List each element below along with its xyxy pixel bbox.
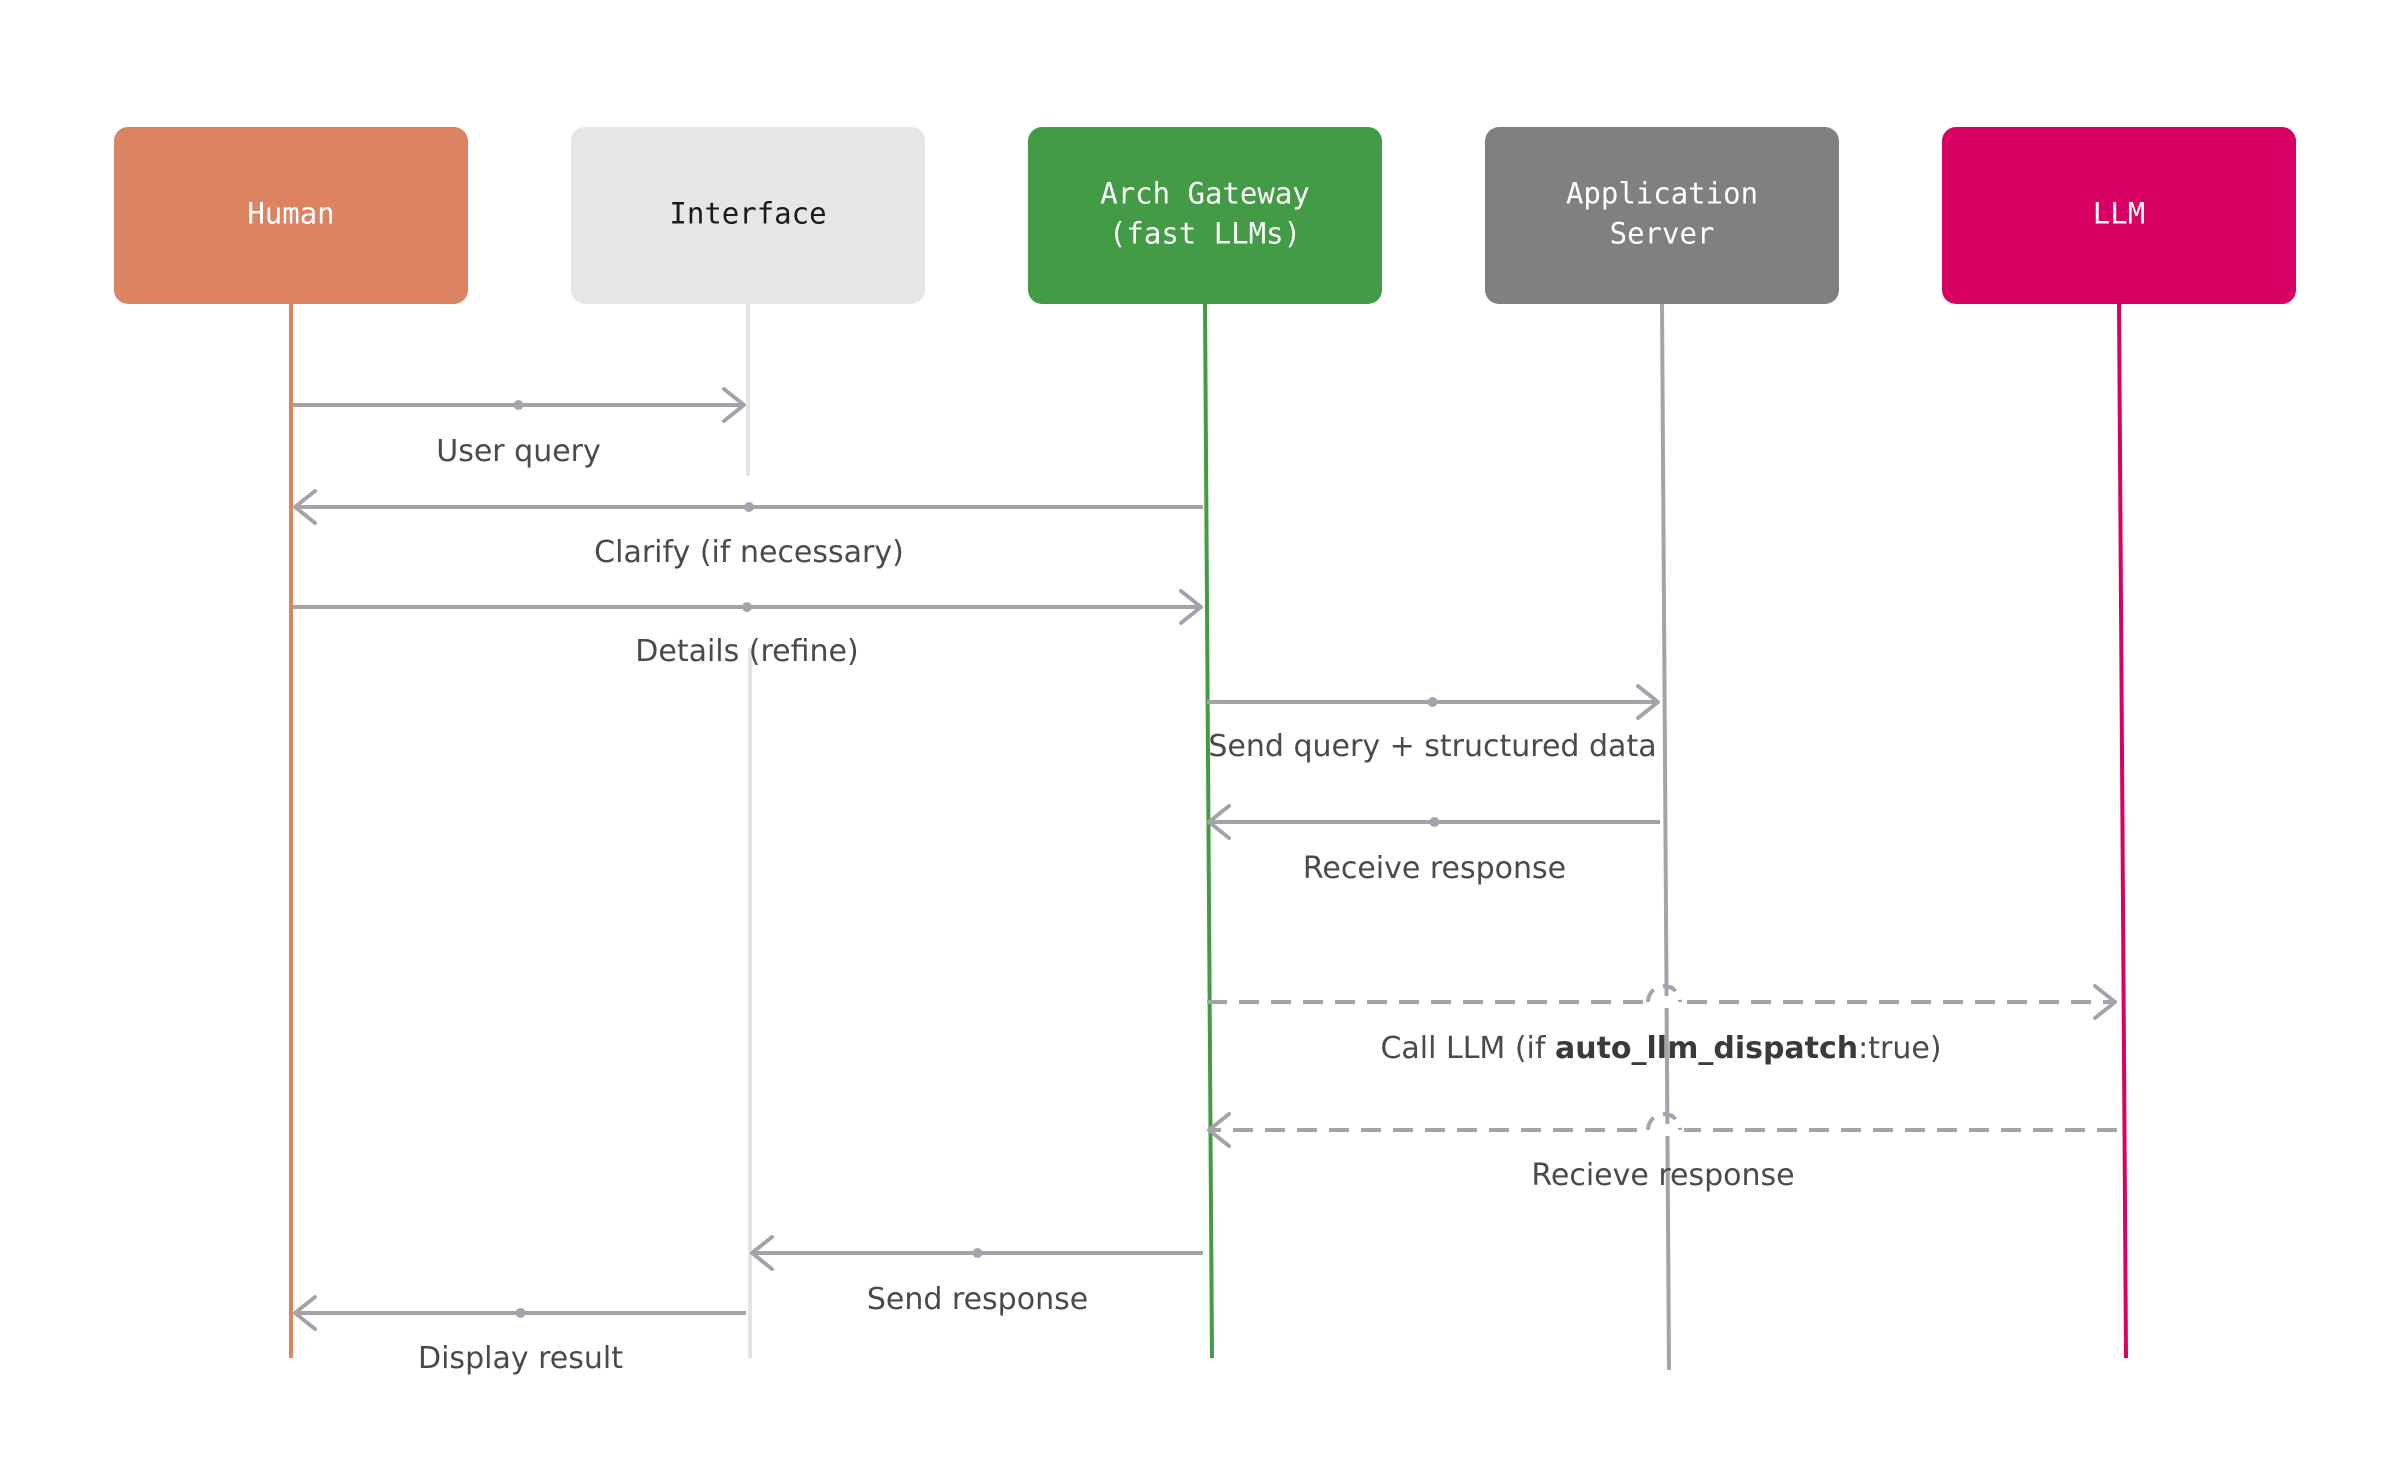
message-midpoint-dot [515, 1308, 526, 1318]
arrowhead [722, 387, 746, 423]
arrowhead [293, 489, 317, 525]
lifeline-appserver [1660, 303, 1671, 1371]
crossing-gap [1644, 996, 1684, 1008]
message-label-receive-response: Receive response [1303, 851, 1566, 886]
crossing-hop [1646, 984, 1682, 1003]
lifelines [289, 303, 2128, 1371]
message-label-clarify: Clarify (if necessary) [594, 535, 904, 570]
message-user-query: User query [293, 387, 746, 469]
actor-gateway: Arch Gateway (fast LLMs) [1028, 127, 1382, 304]
message-label-details: Details (refine) [635, 634, 858, 669]
message-label-bold: auto_llm_dispatch [1555, 1031, 1858, 1066]
actor-box-appserver [1485, 127, 1839, 304]
message-label-part: Send query + structured data [1208, 729, 1656, 764]
message-label-part: Call LLM (if [1380, 1031, 1555, 1066]
arrowhead [1207, 1112, 1231, 1148]
actor-box-interface [571, 127, 925, 304]
message-details: Details (refine) [293, 589, 1203, 669]
actor-label-gateway: (fast LLMs) [1109, 217, 1301, 251]
actor-box-llm [1942, 127, 2296, 304]
message-midpoint-dot [742, 602, 752, 612]
actor-interface: Interface [571, 127, 925, 304]
message-midpoint-dot [1429, 817, 1440, 827]
arrowhead [1179, 589, 1203, 625]
actor-human: Human [114, 127, 468, 304]
crossing-hop [1646, 1112, 1682, 1131]
message-label-send-response: Send response [867, 1282, 1088, 1317]
message-midpoint-dot [744, 502, 754, 512]
message-clarify: Clarify (if necessary) [293, 489, 1203, 570]
message-send-response: Send response [750, 1235, 1203, 1317]
arrowhead [1636, 684, 1660, 720]
arrowhead [750, 1235, 774, 1271]
message-label-display-result: Display result [418, 1341, 623, 1376]
message-label-part: :true) [1858, 1031, 1941, 1066]
actor-label-gateway: Arch Gateway [1100, 177, 1310, 211]
crossing-gap [1644, 1124, 1684, 1136]
message-label-user-query: User query [436, 434, 601, 469]
message-recieve-response-llm: Recieve response [1207, 1112, 2117, 1193]
message-label-recieve-response-llm: Recieve response [1531, 1158, 1794, 1193]
arrowhead [293, 1295, 317, 1331]
message-midpoint-dot [513, 400, 524, 410]
message-label-part: Receive response [1303, 851, 1566, 886]
actor-llm: LLM [1942, 127, 2296, 304]
actor-label-interface: Interface [669, 197, 826, 231]
actor-box-gateway [1028, 127, 1382, 304]
actor-label-appserver: Application [1566, 177, 1758, 211]
message-send-query: Send query + structured data [1207, 684, 1660, 764]
message-label-part: Send response [867, 1282, 1088, 1317]
actor-label-human: Human [247, 197, 334, 231]
actor-label-appserver: Server [1610, 217, 1715, 251]
lifeline-llm [2117, 303, 2128, 1359]
message-midpoint-dot [972, 1248, 983, 1258]
actor-box-human [114, 127, 468, 304]
message-label-part: Clarify (if necessary) [594, 535, 904, 570]
arrowhead [1207, 804, 1231, 840]
message-call-llm: Call LLM (if auto_llm_dispatch:true) [1207, 984, 2117, 1066]
message-label-part: Display result [418, 1341, 623, 1376]
message-label-send-query: Send query + structured data [1208, 729, 1656, 764]
message-display-result: Display result [293, 1295, 746, 1376]
actors: Human Interface Arch Gateway (fast LLMs) App… [114, 127, 2296, 304]
message-receive-response: Receive response [1207, 804, 1660, 886]
message-label-part: Recieve response [1531, 1158, 1794, 1193]
message-label-part: Details (refine) [635, 634, 858, 669]
lifeline-gateway [1203, 303, 1214, 1359]
message-label-call-llm: Call LLM (if auto_llm_dispatch:true) [1380, 1031, 1941, 1066]
message-midpoint-dot [1427, 697, 1438, 707]
actor-label-llm: LLM [2093, 197, 2145, 231]
message-label-part: User query [436, 434, 601, 469]
arrowhead [2093, 984, 2117, 1020]
